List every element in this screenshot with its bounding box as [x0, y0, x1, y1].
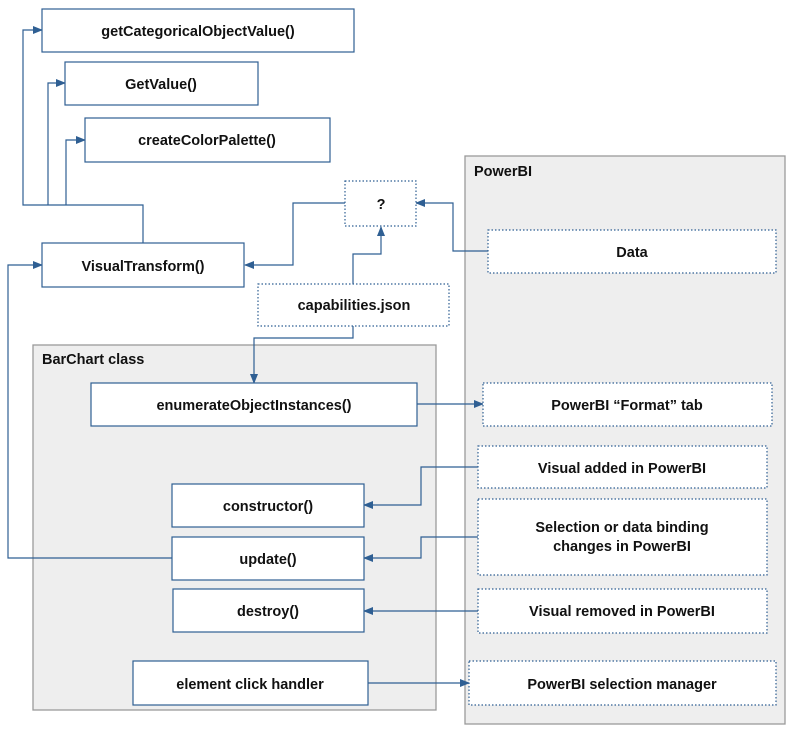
edge-transform-to-getcategorical	[22, 26, 144, 243]
edge-transform-to-palette	[65, 136, 86, 205]
node-selection-changes-label-line2: changes in PowerBI	[553, 539, 691, 555]
node-visual-transform-label: VisualTransform()	[81, 259, 204, 275]
node-create-palette-label: createColorPalette()	[138, 133, 276, 149]
node-visual-added-box	[477, 445, 768, 489]
node-click-handler: element click handler	[132, 660, 369, 706]
edge-question-to-transform	[244, 202, 345, 269]
node-enumerate: enumerateObjectInstances()	[90, 382, 418, 427]
node-update: update()	[171, 536, 365, 581]
node-get-value-label: GetValue()	[125, 77, 197, 93]
node-data-label: Data	[616, 245, 648, 261]
edge-update-to-transform	[7, 261, 172, 559]
node-capabilities-label: capabilities.json	[298, 298, 411, 314]
node-selection-changes-box	[477, 498, 768, 576]
node-get-value: GetValue()	[64, 61, 259, 106]
node-data-box	[487, 229, 777, 274]
node-selection-changes-label-line1: Selection or data binding	[535, 520, 708, 536]
node-capabilities-box	[257, 283, 450, 327]
edge-data-to-question	[415, 199, 488, 252]
node-selection-manager-label: PowerBI selection manager	[527, 677, 717, 693]
node-click-handler-label: element click handler	[176, 677, 324, 693]
edge-transform-to-getvalue	[47, 79, 66, 205]
node-format-tab-label: PowerBI “Format” tab	[551, 398, 703, 414]
edge-selection-to-update	[363, 536, 478, 562]
edge-capabilities-to-question	[352, 226, 385, 284]
edge-capabilities-to-enumerate	[250, 326, 354, 384]
node-visual-added-label: Visual added in PowerBI	[538, 461, 706, 477]
barchart-container-title: BarChart class	[42, 352, 144, 368]
node-destroy: destroy()	[172, 588, 365, 633]
node-update-label: update()	[239, 552, 296, 568]
edges	[7, 26, 488, 687]
node-destroy-label: destroy()	[237, 604, 299, 620]
node-create-palette: createColorPalette()	[84, 117, 331, 163]
node-visual-transform: VisualTransform()	[41, 242, 245, 288]
node-get-categorical-label: getCategoricalObjectValue()	[101, 24, 295, 40]
node-enumerate-label: enumerateObjectInstances()	[156, 398, 351, 414]
node-constructor: constructor()	[171, 483, 365, 528]
node-constructor-label: constructor()	[223, 499, 313, 515]
node-question-box	[344, 180, 417, 227]
node-selection-manager-box	[468, 660, 777, 706]
node-visual-removed-label: Visual removed in PowerBI	[529, 604, 715, 620]
node-visual-removed-box	[477, 588, 768, 634]
powerbi-container-title: PowerBI	[474, 164, 532, 180]
edge-added-to-constructor	[363, 466, 478, 509]
node-get-categorical: getCategoricalObjectValue()	[41, 8, 355, 53]
node-format-tab-box	[482, 382, 773, 427]
node-question-label: ?	[377, 197, 386, 213]
